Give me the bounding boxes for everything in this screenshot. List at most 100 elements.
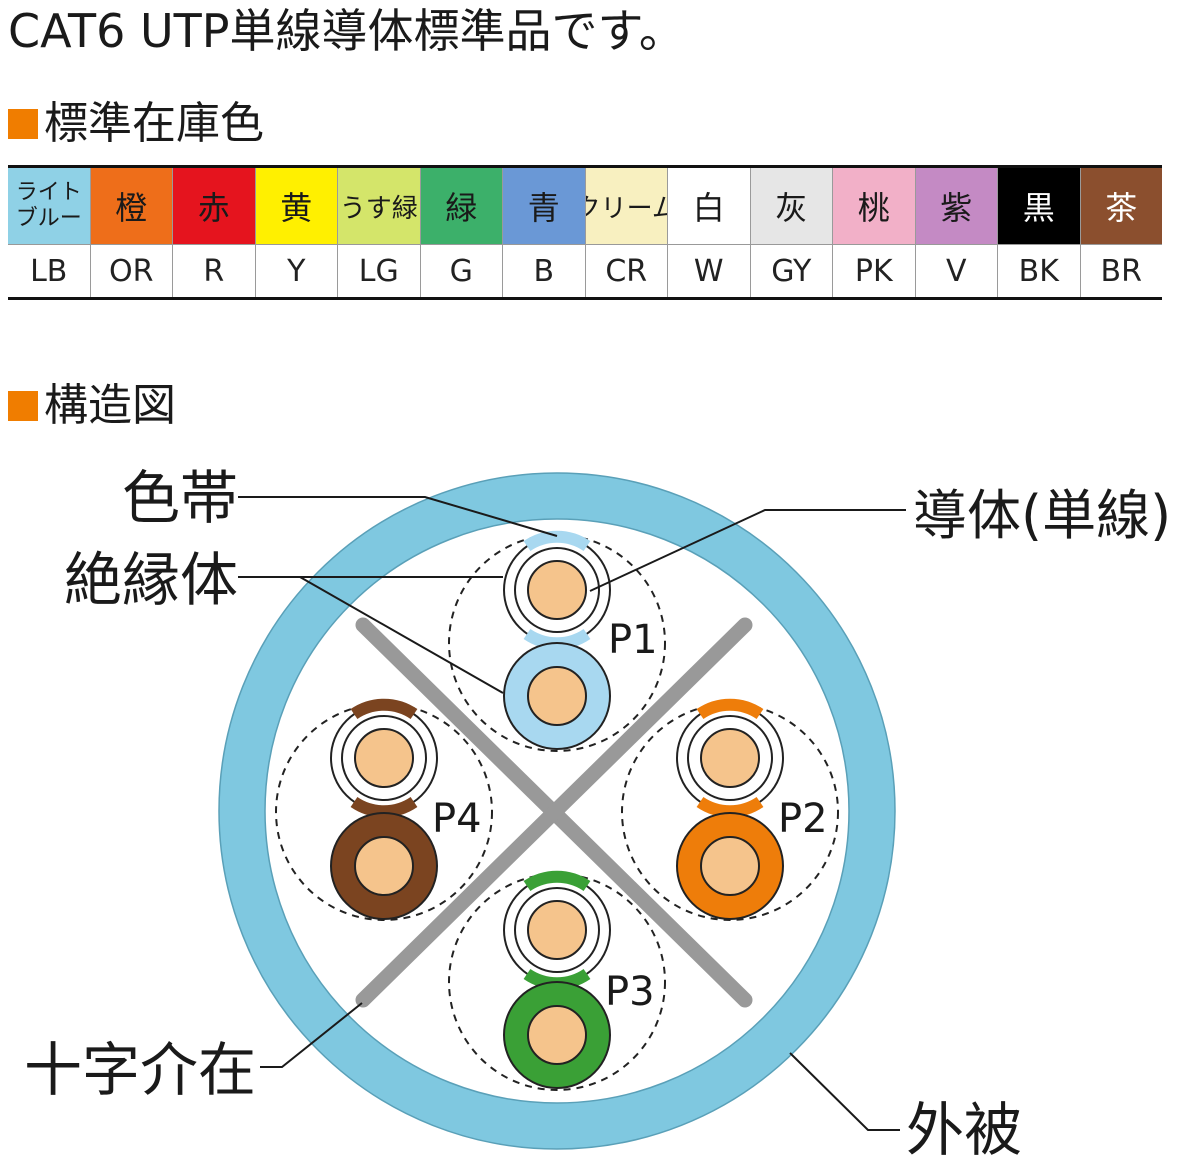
- color-code-or: OR: [91, 245, 173, 297]
- color-name: 茶: [1105, 189, 1138, 227]
- color-code-lb: LB: [8, 245, 91, 297]
- color-swatch-b: 青: [503, 168, 586, 244]
- section-heading-colors: 標準在庫色: [8, 96, 264, 152]
- color-swatch-r: 赤: [173, 168, 256, 244]
- color-code-b: B: [503, 245, 586, 297]
- color-band: [523, 870, 591, 892]
- conductor: [700, 836, 760, 896]
- color-code-bk: BK: [998, 245, 1081, 297]
- color-code-pk: PK: [833, 245, 916, 297]
- color-name: ライト ブルー: [15, 180, 82, 231]
- sheath-ring: [219, 473, 895, 1149]
- color-swatch-lg: うす緑: [338, 168, 421, 244]
- color-code-v: V: [916, 245, 998, 297]
- color-code: CR: [605, 253, 648, 289]
- color-code-gy: GY: [751, 245, 833, 297]
- color-code-w: W: [668, 245, 751, 297]
- cross-filler: [355, 617, 753, 1008]
- conductor: [700, 728, 760, 788]
- color-code: Y: [287, 253, 306, 289]
- color-band: [350, 698, 418, 720]
- conductor: [354, 728, 414, 788]
- color-code-r: R: [173, 245, 256, 297]
- color-code: V: [945, 253, 967, 289]
- label-sheath: 外被: [906, 1096, 1022, 1164]
- label-conductor: 導体(単線): [913, 484, 1171, 547]
- color-name: 黒: [1022, 189, 1055, 227]
- pair-label: P3: [605, 969, 655, 1015]
- color-swatch-w: 白: [668, 168, 751, 244]
- color-band: [523, 530, 591, 552]
- square-bullet-icon: [8, 391, 38, 421]
- conductor: [354, 836, 414, 896]
- color-band: [350, 796, 418, 818]
- pair-group-p1: P1: [448, 530, 666, 752]
- section-heading-colors-text: 標準在庫色: [44, 98, 264, 149]
- color-name: うす緑: [339, 193, 418, 224]
- color-name: 橙: [115, 189, 148, 227]
- color-swatch-or: 橙: [90, 168, 173, 244]
- insulator-inner-edge: [341, 715, 427, 801]
- color-code-br: BR: [1081, 245, 1163, 297]
- color-name: 白: [692, 189, 725, 227]
- insulator-inner-edge: [514, 547, 600, 633]
- color-code-cr: CR: [586, 245, 668, 297]
- color-name: 青: [527, 189, 560, 227]
- color-code-row: LB OR R Y LG G B CR W GY PK V BK BR: [8, 245, 1162, 297]
- cross-filler-bar-b: [355, 617, 753, 1008]
- color-code-g: G: [421, 245, 503, 297]
- color-name: 灰: [775, 189, 808, 227]
- page-title: CAT6 UTP単線導体標準品です。: [8, 4, 685, 58]
- label-color-band: 色帯: [122, 464, 238, 532]
- color-code: B: [533, 253, 555, 289]
- color-code: W: [693, 253, 724, 289]
- sheath-outline: [218, 472, 896, 1150]
- leader-color-band: [238, 496, 558, 537]
- color-name: 赤: [197, 189, 230, 227]
- label-insulator: 絶縁体: [64, 546, 238, 614]
- leader-cross-filler: [260, 1002, 363, 1068]
- pair-group-p2: P2: [621, 698, 839, 921]
- pair-group-p4: P4: [275, 698, 493, 921]
- color-swatch-bk: 黒: [998, 168, 1081, 244]
- color-band: [696, 698, 764, 720]
- color-code: PK: [854, 253, 893, 289]
- color-name: 桃: [857, 189, 890, 227]
- pair-label: P2: [778, 796, 828, 842]
- color-code: LB: [30, 253, 68, 289]
- section-heading-structure-text: 構造図: [44, 380, 176, 431]
- conductor: [527, 560, 587, 620]
- color-swatch-v: 紫: [915, 168, 998, 244]
- insulator-inner-edge: [687, 715, 773, 801]
- conductor: [527, 900, 587, 960]
- color-name: 黄: [280, 189, 313, 227]
- color-code: R: [203, 253, 225, 289]
- conductor: [527, 1005, 587, 1065]
- insulator-inner-edge: [514, 887, 600, 973]
- label-cross-filler: 十字介在: [24, 1036, 256, 1104]
- color-swatch-y: 黄: [255, 168, 338, 244]
- color-swatch-cr: クリーム: [585, 168, 668, 244]
- pair-group-p3: P3: [448, 870, 666, 1091]
- section-heading-structure: 構造図: [8, 378, 176, 434]
- color-code: BK: [1018, 253, 1059, 289]
- square-bullet-icon: [8, 109, 38, 139]
- color-code-y: Y: [256, 245, 338, 297]
- leader-lines: [238, 496, 906, 1131]
- conductor: [527, 666, 587, 726]
- color-name: クリーム: [586, 193, 668, 224]
- color-code: G: [449, 253, 473, 289]
- color-code: BR: [1100, 253, 1142, 289]
- color-swatch-lb: ライト ブルー: [8, 168, 91, 244]
- color-swatch-br: 茶: [1080, 168, 1162, 244]
- color-name: 紫: [940, 189, 973, 227]
- leader-sheath: [789, 1052, 900, 1131]
- color-code-lg: LG: [338, 245, 421, 297]
- color-name: 緑: [445, 189, 478, 227]
- color-band: [696, 796, 764, 818]
- pair-label: P1: [608, 617, 658, 663]
- pair-label: P4: [432, 796, 482, 842]
